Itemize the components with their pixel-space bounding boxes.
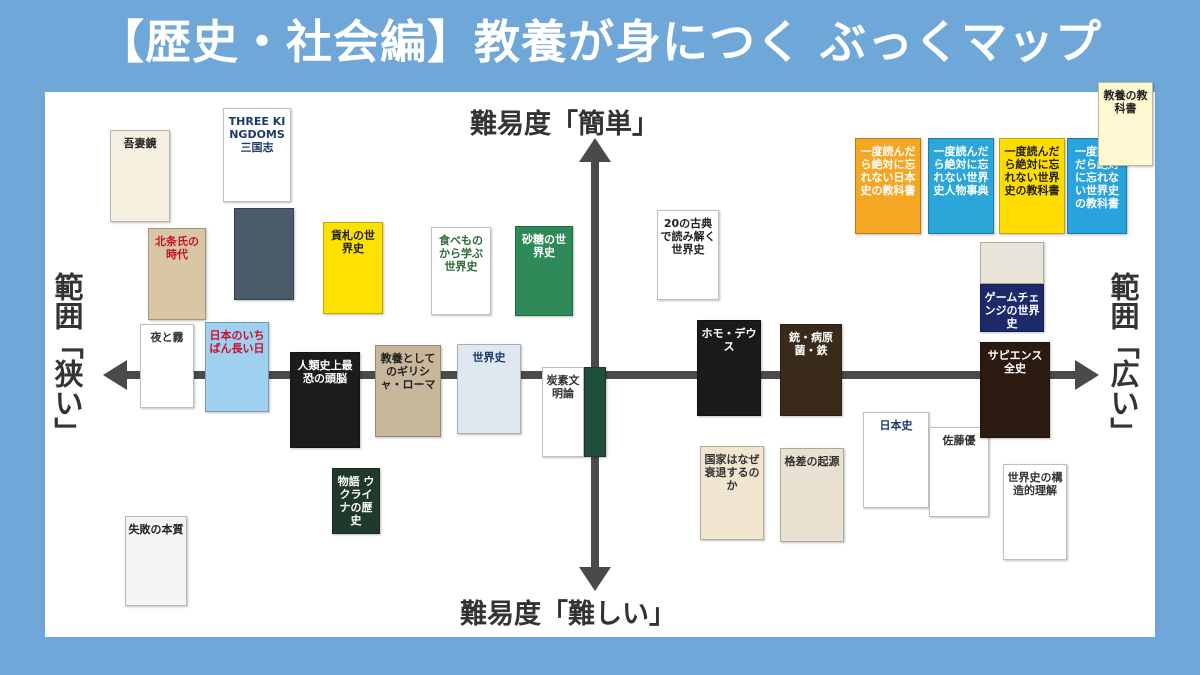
book-cover[interactable]: 格差の起源 xyxy=(780,448,844,542)
book-cover[interactable] xyxy=(584,367,606,457)
book-title: 失敗の本質 xyxy=(128,523,184,536)
book-cover[interactable]: 北条氏の時代 xyxy=(148,228,206,320)
vertical-axis xyxy=(591,154,599,572)
page-title: 【歴史・社会編】教養が身につく ぶっくマップ xyxy=(97,15,1102,69)
book-cover[interactable]: サピエンス全史 xyxy=(980,342,1050,438)
book-cover[interactable]: 佐藤優 xyxy=(929,427,989,517)
book-title: THREE KINGDOMS 三国志 xyxy=(228,115,286,154)
arrow-right-icon xyxy=(1075,360,1099,390)
book-title: 教養としてのギリシャ・ローマ xyxy=(380,352,436,391)
book-title: 砂糖の世界史 xyxy=(522,233,566,259)
book-title: ゲームチェンジの世界史 xyxy=(984,291,1040,330)
axis-label-top: 難易度「簡単」 xyxy=(470,109,659,140)
book-cover[interactable]: 砂糖の世界史 xyxy=(515,226,573,316)
book-cover[interactable]: 20の古典で読み解く世界史 xyxy=(657,210,719,300)
book-cover[interactable]: ゲームチェンジの世界史 xyxy=(980,284,1044,332)
book-title: 炭素文明論 xyxy=(546,374,580,400)
book-title: 世界史 xyxy=(472,351,506,364)
book-title: 世界史の構造的理解 xyxy=(1007,471,1063,497)
book-cover[interactable]: 人類史上最恐の頭脳 xyxy=(290,352,360,448)
book-cover[interactable]: 世界史 xyxy=(457,344,521,434)
arrow-down-icon xyxy=(579,567,611,591)
book-cover[interactable]: 吾妻鏡 xyxy=(110,130,170,222)
book-title: 佐藤優 xyxy=(942,434,976,447)
book-cover[interactable]: 失敗の本質 xyxy=(125,516,187,606)
axis-label-right: 範囲「広い」 xyxy=(1106,272,1140,446)
book-title: 一度読んだら絶対に忘れない日本史の教科書 xyxy=(860,145,916,197)
book-title: 日本史 xyxy=(879,419,913,432)
arrow-up-icon xyxy=(579,138,611,162)
book-cover[interactable]: 教養の教科書 xyxy=(1098,82,1153,166)
book-title: 教養の教科書 xyxy=(1103,89,1148,115)
book-cover[interactable]: 国家はなぜ衰退するのか xyxy=(700,446,764,540)
book-title: 一度読んだら絶対に忘れない世界史人物事典 xyxy=(933,145,989,197)
book-title: 夜と霧 xyxy=(150,331,184,344)
book-cover[interactable]: 一度読んだら絶対に忘れない世界史の教科書 xyxy=(999,138,1065,234)
book-map-board: 難易度「簡単」 難易度「難しい」 範囲「狭い」 範囲「広い」 吾妻鏡 THREE… xyxy=(45,82,1155,637)
book-title: 一度読んだら絶対に忘れない世界史の教科書 xyxy=(1004,145,1060,197)
book-title: サピエンス全史 xyxy=(987,349,1043,375)
book-cover[interactable]: THREE KINGDOMS 三国志 xyxy=(223,108,291,202)
axis-label-bottom: 難易度「難しい」 xyxy=(460,599,676,630)
book-cover[interactable]: 貨札の世界史 xyxy=(323,222,383,314)
arrow-left-icon xyxy=(103,360,127,390)
book-cover[interactable]: 教養としてのギリシャ・ローマ xyxy=(375,345,441,437)
book-title: 吾妻鏡 xyxy=(123,137,157,150)
book-cover[interactable]: 世界史の構造的理解 xyxy=(1003,464,1067,560)
book-cover[interactable] xyxy=(980,242,1044,284)
book-cover[interactable]: 夜と霧 xyxy=(140,324,194,408)
book-title: 格差の起源 xyxy=(784,455,840,468)
book-title: 貨札の世界史 xyxy=(331,229,375,255)
book-title: 北条氏の時代 xyxy=(155,235,199,261)
book-title: 20の古典で読み解く世界史 xyxy=(660,217,716,256)
book-cover[interactable]: 食べものから学ぶ世界史 xyxy=(431,227,491,315)
book-title: 国家はなぜ衰退するのか xyxy=(704,453,760,492)
axis-label-left: 範囲「狭い」 xyxy=(50,272,84,446)
book-cover[interactable]: 日本史 xyxy=(863,412,929,508)
book-cover[interactable]: 日本のいちばん長い日 xyxy=(205,322,269,412)
book-title: 銃・病原菌・鉄 xyxy=(789,331,833,357)
book-cover[interactable] xyxy=(234,208,294,300)
book-title: 日本のいちばん長い日 xyxy=(209,329,265,355)
book-cover[interactable]: 一度読んだら絶対に忘れない日本史の教科書 xyxy=(855,138,921,234)
book-title: 物語 ウクライナの歴史 xyxy=(337,475,375,527)
book-cover[interactable]: 銃・病原菌・鉄 xyxy=(780,324,842,416)
book-cover[interactable]: 物語 ウクライナの歴史 xyxy=(332,468,380,534)
book-cover[interactable]: 一度読んだら絶対に忘れない世界史人物事典 xyxy=(928,138,994,234)
book-title: 人類史上最恐の頭脳 xyxy=(297,359,353,385)
book-title: ホモ・デウス xyxy=(701,327,757,353)
book-title: 食べものから学ぶ世界史 xyxy=(439,234,483,273)
book-cover[interactable]: ホモ・デウス xyxy=(697,320,761,416)
book-cover[interactable]: 炭素文明論 xyxy=(542,367,584,457)
